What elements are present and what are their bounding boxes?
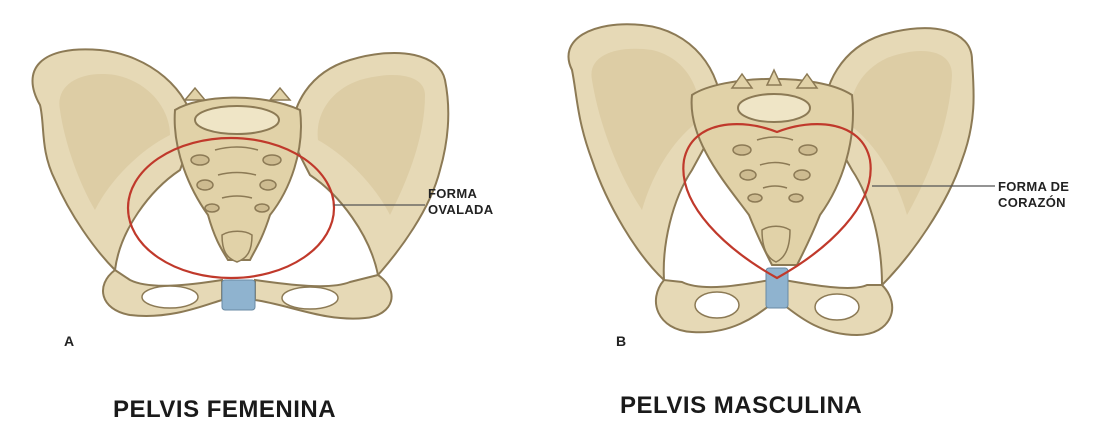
callout-line-2: CORAZÓN	[998, 195, 1069, 211]
panel-female-pelvis: FORMA OVALADA A PELVIS FEMENINA	[0, 0, 552, 430]
callout-line-1: FORMA	[428, 186, 493, 202]
callout-line-2: OVALADA	[428, 202, 493, 218]
panel-male-pelvis: FORMA DE CORAZÓN B PELVIS MASCULINA	[552, 0, 1105, 430]
right-obturator-foramen	[815, 294, 859, 320]
panel-letter: B	[616, 333, 626, 349]
panel-letter: A	[64, 333, 74, 349]
right-obturator-foramen	[282, 287, 338, 309]
panel-caption: PELVIS FEMENINA	[113, 396, 336, 424]
sacral-promontory	[195, 106, 279, 134]
left-obturator-foramen	[142, 286, 198, 308]
callout-label: FORMA OVALADA	[428, 186, 493, 218]
panel-caption: PELVIS MASCULINA	[620, 392, 862, 420]
callout-line-1: FORMA DE	[998, 179, 1069, 195]
sacral-promontory	[738, 94, 810, 122]
male-pelvis-illustration	[552, 0, 1105, 430]
left-obturator-foramen	[695, 292, 739, 318]
callout-label: FORMA DE CORAZÓN	[998, 179, 1069, 211]
superior-articular-processes	[732, 70, 817, 88]
pubic-symphysis	[222, 280, 255, 310]
